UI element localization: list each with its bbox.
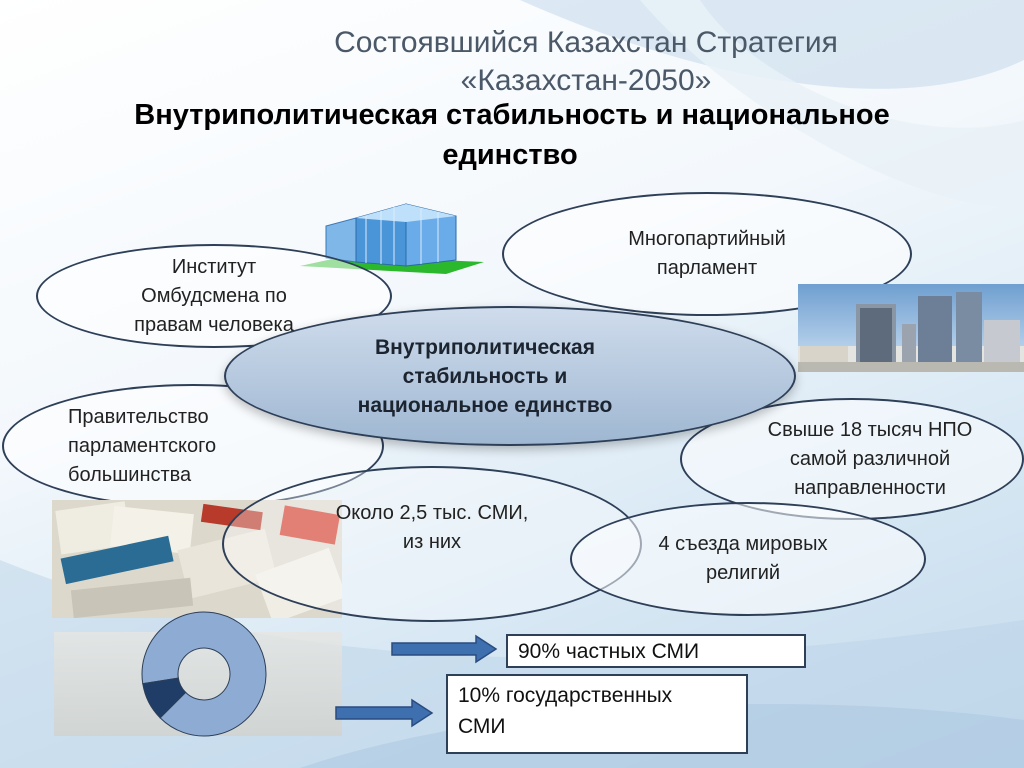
multiparty-text-1: Многопартийный	[628, 228, 786, 250]
government-text-1: Правительство	[68, 405, 209, 428]
ellipse-center-main: Внутриполитическая стабильность и национ…	[224, 306, 796, 446]
arrow-right-icon	[335, 698, 434, 728]
center-text-2: стабильность и	[402, 364, 568, 388]
arrow-right-icon	[391, 634, 498, 664]
ngo-text-3: направленности	[794, 476, 946, 499]
ngo-text-2: самой различной	[789, 447, 951, 470]
donut-slice-state	[142, 677, 187, 719]
religions-text-2: религий	[705, 562, 781, 584]
state-media-box: 10% государственных СМИ	[446, 674, 748, 754]
government-text-3: большинства	[68, 463, 192, 486]
slide-subtitle-line-1: Внутриполитическая стабильность и национ…	[134, 99, 890, 131]
parliament-building-photo	[798, 284, 1024, 372]
media-text-1: Около 2,5 тыс. СМИ,	[335, 502, 529, 524]
media-share-donut-chart	[141, 611, 267, 737]
media-text-2: из них	[402, 531, 462, 553]
state-media-text-2: СМИ	[458, 715, 506, 738]
ellipse-media: Около 2,5 тыс. СМИ, из них	[222, 466, 642, 622]
ellipse-religions: 4 съезда мировых религий	[570, 502, 926, 616]
multiparty-text-2: парламент	[656, 257, 758, 279]
center-text-1: Внутриполитическая	[375, 335, 595, 359]
ombudsman-text-3: правам человека	[134, 313, 294, 336]
ombudsman-text-1: Институт	[171, 255, 257, 278]
slide-subtitle-line-2: единство	[442, 139, 578, 171]
slide-title-line-1: Состоявшийся Казахстан Стратегия	[334, 26, 838, 59]
state-media-text-1: 10% государственных	[458, 684, 673, 707]
center-text-3: национальное единство	[357, 393, 613, 417]
religions-text-1: 4 съезда мировых	[658, 533, 828, 555]
ngo-text-1: Свыше 18 тысяч НПО	[767, 418, 973, 441]
ombudsman-text-2: Омбудсмена по	[141, 284, 287, 307]
government-text-2: парламентского	[68, 434, 217, 457]
slide-title-line-2: «Казахстан-2050»	[460, 64, 712, 97]
private-media-box: 90% частных СМИ	[506, 634, 806, 668]
